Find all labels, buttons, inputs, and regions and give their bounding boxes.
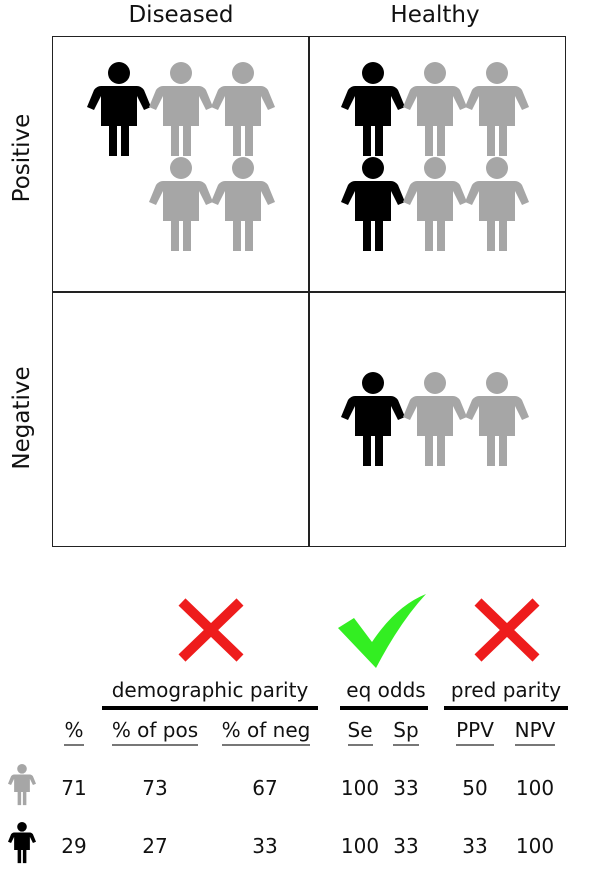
- column-header-diseased: Diseased: [128, 2, 234, 28]
- person-black-icon: [8, 822, 36, 864]
- group-label-pred-parity: pred parity: [450, 678, 562, 702]
- check-icon: [338, 594, 426, 668]
- person-gray-icon: [465, 62, 529, 158]
- person-gray-icon: [149, 62, 213, 158]
- metric-header-se: Se: [338, 718, 382, 746]
- person-gray-icon: [465, 157, 529, 253]
- person-gray-icon: [403, 372, 467, 468]
- person-gray-icon: [149, 157, 213, 253]
- group-label-eq-odds: eq odds: [346, 678, 426, 702]
- person-black-icon: [341, 157, 405, 253]
- cell-row1-pct-of-neg: 67: [252, 776, 278, 800]
- column-header-healthy: Healthy: [390, 2, 480, 28]
- cell-row2-se: 100: [340, 834, 380, 858]
- group-label-demographic-parity: demographic parity: [111, 678, 309, 702]
- metric-header-ppv: PPV: [446, 718, 504, 746]
- person-gray-icon: [403, 62, 467, 158]
- cell-row1-pct-of-pos: 73: [142, 776, 168, 800]
- metric-header-pct-of-pos: % of pos: [102, 718, 208, 746]
- metric-header-sp: Sp: [384, 718, 428, 746]
- metric-header-npv: NPV: [506, 718, 564, 746]
- cell-row1-sp: 33: [393, 776, 419, 800]
- row-header-negative: Negative: [9, 366, 35, 470]
- metric-header-pct-of-neg: % of neg: [212, 718, 320, 746]
- person-gray-icon: [465, 372, 529, 468]
- cell-row1-se: 100: [340, 776, 380, 800]
- row-header-positive: Positive: [9, 113, 35, 203]
- person-gray-icon: [211, 62, 275, 158]
- metric-header-percent: %: [58, 718, 90, 746]
- person-black-icon: [87, 62, 151, 158]
- cross-icon: [178, 598, 244, 662]
- person-black-icon: [341, 372, 405, 468]
- group-bar-eq-odds: [340, 706, 428, 710]
- cross-icon: [474, 598, 540, 662]
- cell-row2-pct-of-neg: 33: [252, 834, 278, 858]
- group-bar-pred-parity: [444, 706, 568, 710]
- person-gray-icon: [403, 157, 467, 253]
- group-bar-demographic-parity: [102, 706, 318, 710]
- person-gray-icon: [211, 157, 275, 253]
- cell-row2-pct-of-pos: 27: [142, 834, 168, 858]
- cell-row2-npv: 100: [515, 834, 555, 858]
- grid-divider-horizontal: [52, 291, 566, 293]
- cell-row2-sp: 33: [393, 834, 419, 858]
- person-black-icon: [341, 62, 405, 158]
- cell-row2-percent: 29: [61, 834, 87, 858]
- cell-row2-ppv: 33: [462, 834, 488, 858]
- cell-row1-ppv: 50: [462, 776, 488, 800]
- person-gray-icon: [8, 764, 36, 806]
- cell-row1-percent: 71: [61, 776, 87, 800]
- cell-row1-npv: 100: [515, 776, 555, 800]
